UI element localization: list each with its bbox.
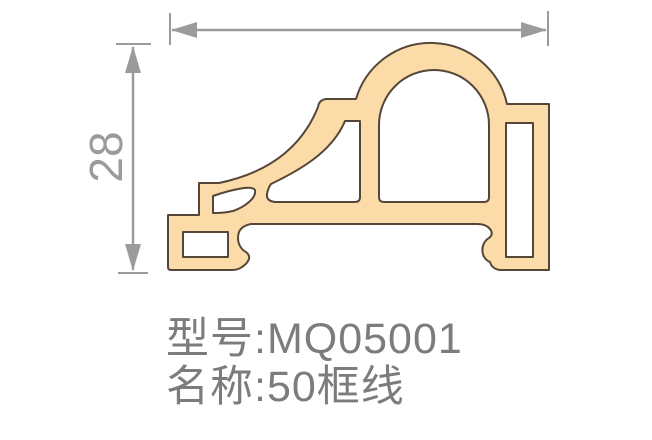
molding-profile: [167, 41, 550, 271]
wedge-slot-opening: [212, 186, 257, 214]
width-dimension-arrow-right-icon: [521, 22, 547, 38]
model-label: 型号:MQ05001: [166, 315, 463, 363]
product-labels: 型号:MQ05001 名称:50框线: [166, 315, 463, 411]
name-label: 名称:50框线: [166, 363, 405, 411]
height-dimension-arrow-down-icon: [125, 244, 141, 271]
width-dimension-arrow-left-icon: [171, 22, 197, 38]
height-dimension: 28: [80, 43, 151, 274]
width-dimension: [169, 11, 549, 46]
right-leg-slot-opening: [505, 122, 534, 258]
height-dimension-value: 28: [80, 131, 132, 182]
foot-rect-opening: [182, 231, 229, 258]
under-arch-opening: [378, 69, 490, 203]
under-cove-opening: [265, 120, 361, 203]
height-dimension-arrow-up-icon: [125, 46, 141, 73]
